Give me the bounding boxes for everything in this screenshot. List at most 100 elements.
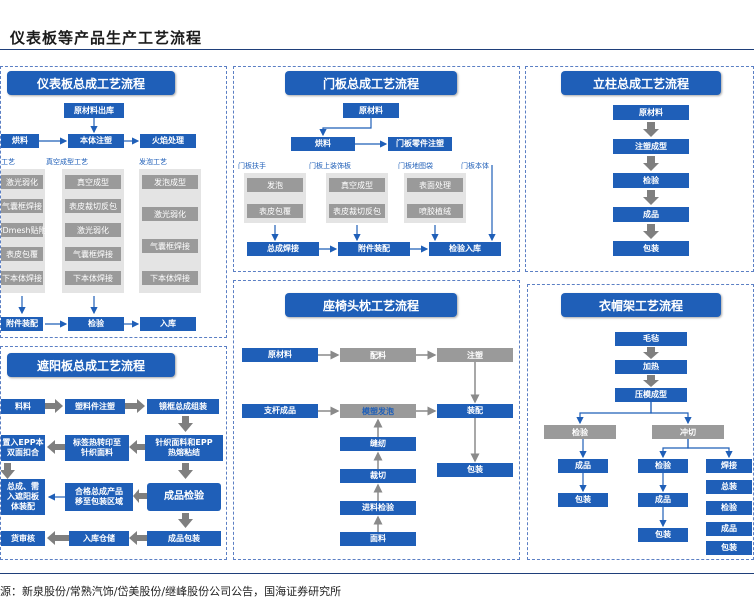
hat-c2-2: 包装 [638, 528, 688, 542]
seat-frame-box: 支杆成品 [242, 404, 318, 418]
seat-inspect-in-box: 进料检验 [340, 501, 416, 515]
col3-label: 发泡工艺 [139, 158, 167, 166]
door-panel-title: 门板总成工艺流程 [285, 71, 457, 95]
hat-c3-3: 成品 [706, 522, 752, 536]
dash-c3-1: 激光弱化 [142, 207, 198, 221]
door-weld-box: 总成焊接 [247, 242, 319, 256]
page-title: 仪表板等产品生产工艺流程 [10, 29, 203, 47]
dash-c1-0: 激光弱化 [1, 175, 43, 189]
door-c2-1: 表皮裁切反包 [329, 204, 385, 218]
pillar-step-2: 检验 [613, 173, 689, 188]
door-inject-box: 门板零件注塑 [388, 137, 452, 151]
bake-box: 烘料 [1, 134, 39, 148]
visor-r2-1: 标签热转印至 针织面料 [65, 435, 129, 461]
door-c3-1: 喷胶植绒 [407, 204, 463, 218]
visor-r4-1: 入库仓储 [69, 531, 129, 546]
door-raw-box: 原材料 [343, 103, 399, 118]
title-rule [0, 49, 754, 50]
dash-c3-2: 气囊框焊接 [142, 239, 198, 253]
dash-c1-3: 表皮包覆 [1, 247, 43, 261]
visor-r2-2: 针织面料和EPP 热熔粘结 [145, 435, 223, 461]
seat-panel-title: 座椅头枕工艺流程 [285, 293, 457, 317]
visor-r3-1: 合格总成产品 移至包装区域 [65, 483, 133, 511]
dashboard-panel: 仪表板总成工艺流程 原材料出库 烘料 本体注塑 火焰处理 工艺 真空成型工艺 发… [0, 66, 227, 338]
seat-pack-box: 包装 [437, 463, 513, 477]
door-c1-0: 发泡 [247, 178, 303, 192]
pillar-step-3: 成品 [613, 207, 689, 222]
visor-r2-0: 置入EPP本 双面扣合 [1, 435, 45, 461]
dash-c2-0: 真空成型 [65, 175, 121, 189]
dash-c1-2: 3Dmesh贴附 [1, 223, 47, 237]
dash-c2-2: 激光弱化 [65, 223, 121, 237]
pillar-step-4: 包装 [613, 241, 689, 256]
door-c2-0: 真空成型 [329, 178, 385, 192]
hat-heat-box: 加热 [615, 360, 687, 374]
dash-c2-3: 气囊框焊接 [65, 247, 121, 261]
door-label-0: 门板扶手 [238, 162, 266, 170]
seat-arrows [318, 350, 480, 532]
seat-panel: 座椅头枕工艺流程 原材料 配料 注塑 支杆成品 模塑发泡 装配 缝纫 裁切 进料… [233, 280, 520, 560]
visor-r3-2: 成品检验 [147, 483, 221, 511]
seat-assembly-box: 装配 [437, 404, 513, 418]
visor-r1-2: 镜框总成组装 [147, 399, 219, 414]
visor-r3-0: 总成、需 入遮阳板 体装配 [1, 479, 45, 515]
inspect-box: 检验 [68, 317, 124, 331]
visor-panel-title: 遮阳板总成工艺流程 [7, 353, 175, 377]
col2-label: 真空成型工艺 [46, 158, 88, 166]
visor-r4-0: 货审核 [1, 531, 45, 546]
visor-panel: 遮阳板总成工艺流程 料料 塑料件注塑 镜框总成组装 置入EPP本 双面扣合 标签… [0, 346, 227, 560]
door-label-1: 门板上装饰板 [309, 162, 351, 170]
hat-c1-0: 成品 [558, 459, 608, 473]
door-bake-box: 烘料 [291, 137, 355, 151]
visor-arrows [1, 399, 193, 545]
hat-press-box: 压模成型 [615, 388, 687, 402]
door-c1-1: 表皮包覆 [247, 204, 303, 218]
col1-label: 工艺 [1, 158, 15, 166]
footer-rule [0, 573, 754, 574]
dash-c2-4: 下本体焊接 [65, 271, 121, 285]
hat-c1-1: 包装 [558, 493, 608, 507]
dashboard-arrows [18, 118, 140, 328]
pillar-panel-title: 立柱总成工艺流程 [561, 71, 721, 95]
hat-felt-box: 毛毡 [615, 332, 687, 346]
accessory-assembly-box: 附件装配 [1, 317, 43, 331]
source-note: 源：新泉股份/常熟汽饰/岱美股份/继峰股份公司公告，国海证券研究所 [0, 585, 342, 598]
body-inject-box: 本体注塑 [68, 134, 124, 148]
door-label-2: 门板地图袋 [398, 162, 433, 170]
pillar-arrows [643, 122, 659, 239]
hat-panel: 衣帽架工艺流程 毛毡 加热 压模成型 检验 冲切 成品 包装 检验 成品 包装 … [527, 284, 754, 560]
hat-c3-0: 焊接 [706, 459, 752, 473]
hat-c3-1: 总装 [706, 480, 752, 494]
dash-c2-1: 表皮裁切反包 [65, 199, 121, 213]
store-box: 入库 [140, 317, 196, 331]
seat-raw-box: 原材料 [242, 348, 318, 362]
visor-r4-2: 成品包装 [147, 531, 221, 546]
hat-c3-2: 检验 [706, 501, 752, 515]
hat-panel-title: 衣帽架工艺流程 [561, 293, 721, 317]
seat-fabric-box: 面料 [340, 532, 416, 546]
door-c3-0: 表面处理 [407, 178, 463, 192]
seat-mix-box: 配料 [340, 348, 416, 362]
pillar-step-1: 注塑成型 [613, 139, 689, 154]
visor-r1-0: 料料 [1, 399, 45, 414]
dash-c3-3: 下本体焊接 [142, 271, 198, 285]
hat-arrows [576, 347, 733, 528]
hat-inspect-box: 检验 [544, 425, 616, 439]
seat-cut-box: 裁切 [340, 469, 416, 483]
raw-material-out-box: 原材料出库 [64, 103, 124, 118]
seat-sew-box: 缝纫 [340, 437, 416, 451]
hat-c2-1: 成品 [638, 493, 688, 507]
hat-c3-4: 包装 [706, 541, 752, 555]
dashboard-panel-title: 仪表板总成工艺流程 [7, 71, 175, 95]
door-label-3: 门板本体 [461, 162, 489, 170]
seat-foam-box: 模塑发泡 [340, 404, 416, 418]
dash-c1-4: 下本体焊接 [1, 271, 43, 285]
door-inspect-box: 检验入库 [429, 242, 501, 256]
door-arrows [271, 118, 496, 253]
pillar-panel: 立柱总成工艺流程 原材料 注塑成型 检验 成品 包装 [525, 66, 754, 272]
door-panel: 门板总成工艺流程 原材料 烘料 门板零件注塑 门板扶手 门板上装饰板 门板地图袋… [233, 66, 520, 272]
hat-c2-0: 检验 [638, 459, 688, 473]
seat-inject-box: 注塑 [437, 348, 513, 362]
pillar-step-0: 原材料 [613, 105, 689, 120]
visor-r1-1: 塑料件注塑 [65, 399, 125, 414]
